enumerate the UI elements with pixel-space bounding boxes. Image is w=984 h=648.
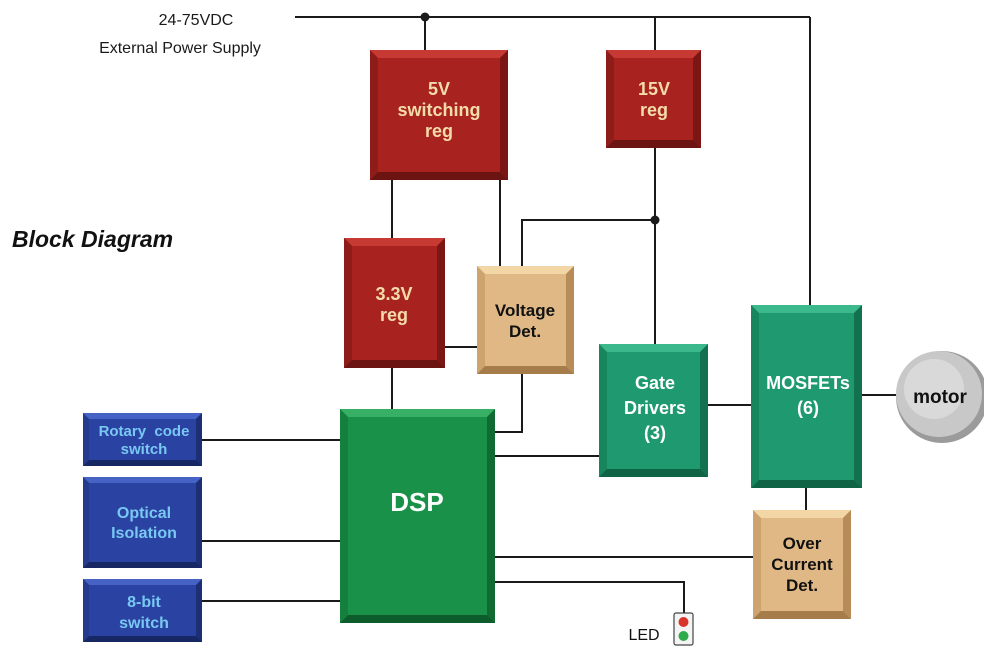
junction-dot	[420, 12, 430, 22]
8bit-switch-block: 8-bit switch	[83, 579, 202, 642]
15v-reg-block: 15V reg	[606, 50, 701, 148]
gate-drivers-line3: (3)	[644, 423, 666, 443]
rotary-line2: switch	[121, 441, 168, 458]
power-supply-voltage: 24-75VDC	[159, 12, 234, 29]
5v-switching-reg-block: 5V switching reg	[370, 50, 508, 180]
15v-reg-line1: 15V	[638, 79, 670, 99]
8bit-line2: switch	[119, 615, 169, 632]
vdet-line1: Voltage	[495, 301, 555, 320]
gate-drivers-line1: Gate	[635, 373, 675, 393]
rotary-code-switch-block: Rotary code switch	[83, 413, 202, 466]
voltage-det-block: Voltage Det.	[477, 266, 574, 374]
5v-reg-line1: 5V	[428, 79, 450, 99]
gate-drivers-block: Gate Drivers (3)	[599, 344, 708, 477]
junction-dot	[650, 215, 660, 225]
3v3-reg-block: 3.3V reg	[344, 238, 445, 368]
vdet-line2: Det.	[509, 322, 541, 341]
dsp-label: DSP	[390, 487, 443, 517]
power-supply-label: External Power Supply	[99, 40, 261, 57]
3v3-reg-line1: 3.3V	[375, 284, 412, 304]
mosfets-line1: MOSFETs	[766, 373, 850, 393]
rotary-line1: Rotary code	[99, 423, 190, 440]
overcurrent-line2: Current	[771, 555, 833, 574]
junctions	[420, 12, 660, 225]
5v-reg-line3: reg	[425, 121, 453, 141]
over-current-det-block: Over Current Det.	[753, 510, 851, 619]
led-red-icon	[678, 617, 689, 627]
vdet-to-dsp-wire	[495, 374, 523, 433]
dsp-to-led-wire	[495, 581, 685, 613]
diagram-title: Block Diagram	[12, 226, 173, 252]
mosfets-line2: (6)	[797, 398, 819, 418]
3v3-reg-line2: reg	[380, 305, 408, 325]
5v-reg-line2: switching	[397, 100, 480, 120]
motor-label: motor	[913, 387, 967, 408]
dsp-block: DSP	[340, 409, 495, 623]
8bit-line1: 8-bit	[127, 594, 161, 611]
optical-line2: Isolation	[111, 525, 177, 542]
led-green-icon	[678, 631, 689, 641]
led-label: LED	[628, 627, 659, 644]
led-indicator: LED	[628, 612, 694, 646]
overcurrent-line1: Over	[783, 534, 822, 553]
15v-reg-line2: reg	[640, 100, 668, 120]
15v-to-vdet-wire	[521, 219, 655, 266]
wires	[202, 16, 896, 613]
optical-line1: Optical	[117, 505, 171, 522]
motor-block: motor	[896, 351, 984, 443]
mosfets-block: MOSFETs (6)	[751, 305, 862, 488]
gate-drivers-line2: Drivers	[624, 398, 686, 418]
overcurrent-line3: Det.	[786, 576, 818, 595]
optical-isolation-block: Optical Isolation	[83, 477, 202, 568]
